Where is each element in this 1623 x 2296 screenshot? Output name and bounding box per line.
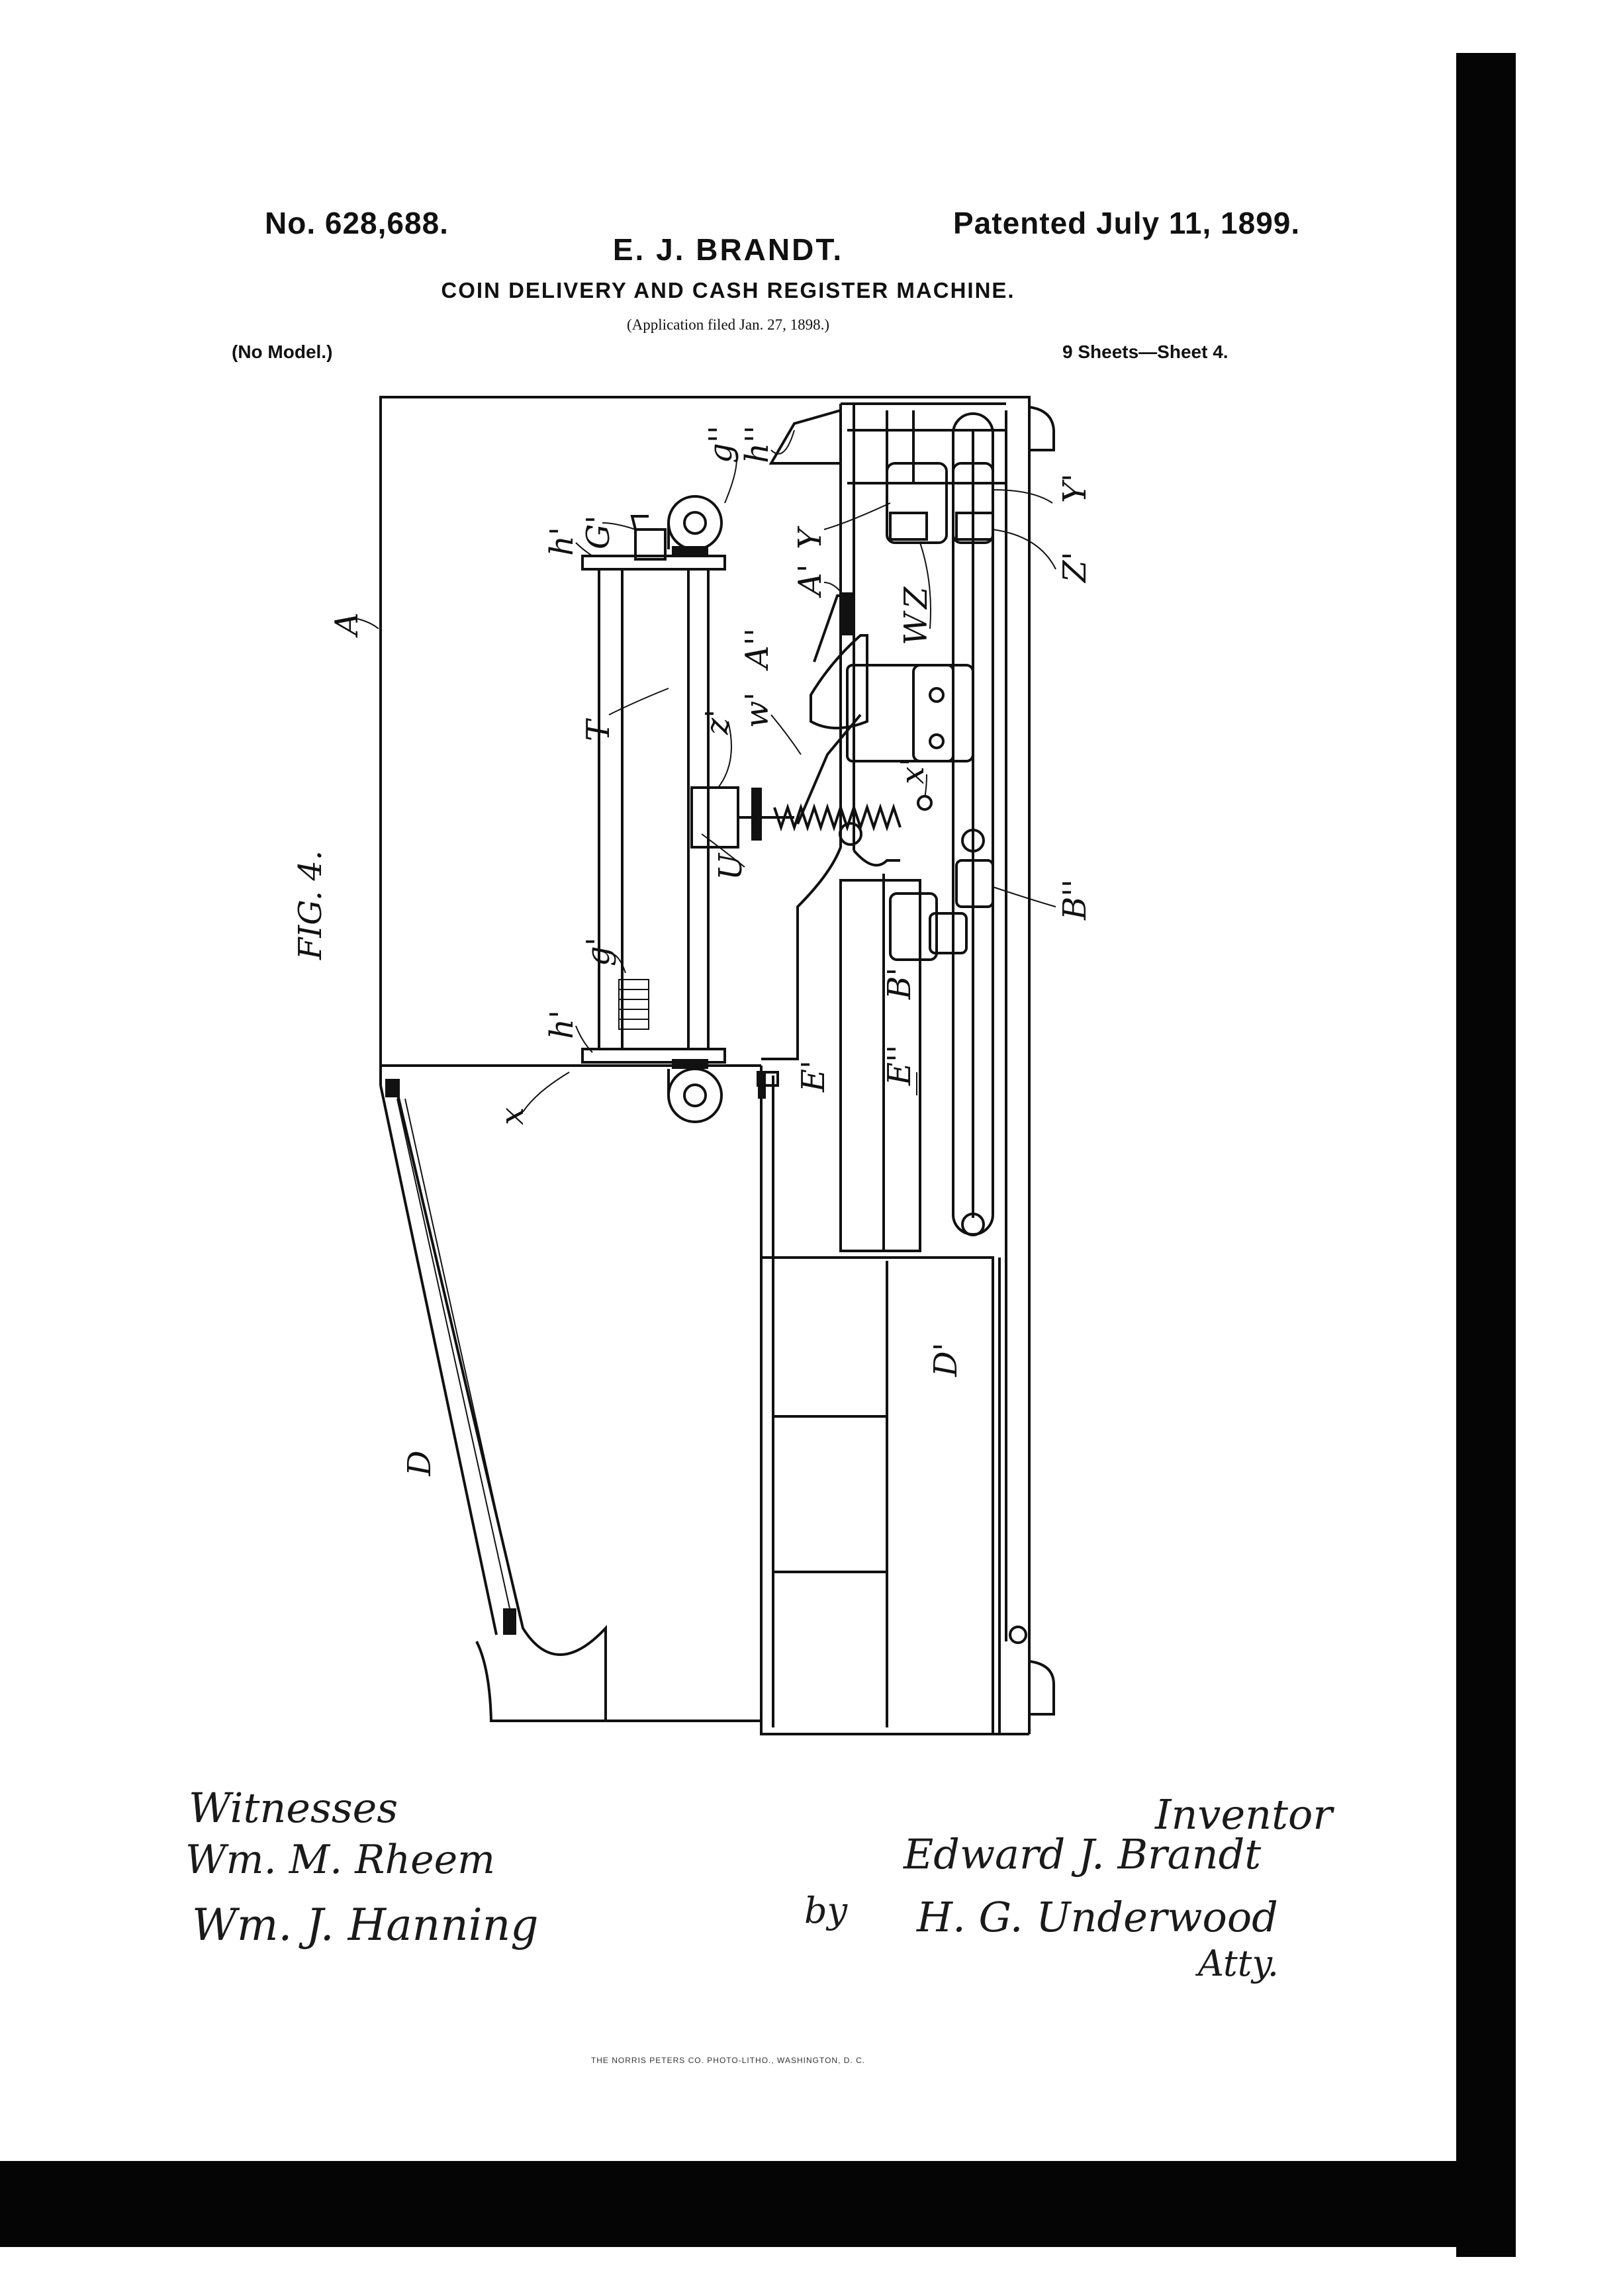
hatched-parts [385, 546, 854, 1635]
ref-letter-h-prime-top: h' [543, 527, 580, 556]
ref-letter-G-prime: G' [580, 515, 617, 549]
witness-signature-2: Wm. J. Hanning [192, 1900, 539, 1951]
ref-letter-T: T [580, 718, 617, 741]
ref-letter-E-prime: E' [795, 1060, 832, 1093]
model-note: (No Model.) [232, 342, 333, 362]
ref-letter-E-double-prime: E'' [881, 1045, 918, 1086]
figure-label: FIG. 4. [292, 850, 329, 960]
ref-letter-Z: Z [898, 586, 935, 610]
attorney-label: Atty. [1198, 1943, 1279, 1984]
ref-letter-A-double-prime: A'' [739, 628, 776, 671]
patent-title: COIN DELIVERY AND CASH REGISTER MACHINE. [441, 278, 1015, 302]
machine-outline [379, 396, 1055, 1735]
ref-letter-B-double-prime: B'' [1056, 879, 1093, 921]
ref-letter-h-prime-bottom: h' [543, 1010, 580, 1039]
leader-lines [357, 430, 1056, 1113]
ref-letter-W: W [898, 610, 935, 645]
patent-number: No. 628,688. [265, 206, 449, 240]
ref-letter-Z-prime: Z' [1056, 551, 1093, 584]
ref-letter-Y-prime: Y' [1056, 473, 1093, 503]
ref-letter-x-prime: x' [894, 758, 931, 784]
patent-date: Patented July 11, 1899. [953, 206, 1301, 240]
inventor-signature: Edward J. Brandt [904, 1830, 1262, 1878]
ref-letter-g-prime: g' [580, 937, 617, 966]
ref-letter-g-double-prime: g'' [702, 426, 739, 463]
ref-letter-D: D [401, 1451, 438, 1477]
ref-letter-B-prime: B' [881, 968, 918, 1000]
ref-letter-A-prime: A' [792, 564, 829, 598]
inventor-label: Inventor [1155, 1790, 1332, 1839]
scan-edge-bottom [0, 2161, 1456, 2247]
ref-letter-Y: Y [792, 526, 829, 549]
witnesses-label: Witnesses [189, 1784, 398, 1832]
sheet-count: 9 Sheets—Sheet 4. [1062, 342, 1229, 362]
scan-edge-right-bar [1456, 53, 1516, 2257]
ref-letter-x: x [494, 1107, 531, 1125]
ref-letter-w-prime: w' [739, 692, 776, 728]
scan-edge-right [1456, 0, 1623, 2296]
application-date: (Application filed Jan. 27, 1898.) [627, 316, 829, 333]
inventor-name: E. J. BRANDT. [612, 232, 844, 267]
printer-credit: THE NORRIS PETERS CO. PHOTO-LITHO., WASH… [590, 2056, 866, 2065]
by-label: by [804, 1890, 848, 1931]
ref-letter-A: A [328, 612, 365, 638]
hatching [396, 979, 649, 1609]
attorney-signature: H. G. Underwood [917, 1893, 1278, 1941]
ref-letter-h-double-prime: h'' [739, 426, 776, 463]
witness-signature-1: Wm. M. Rheem [185, 1837, 496, 1883]
ref-letter-D-prime: D' [927, 1342, 964, 1377]
